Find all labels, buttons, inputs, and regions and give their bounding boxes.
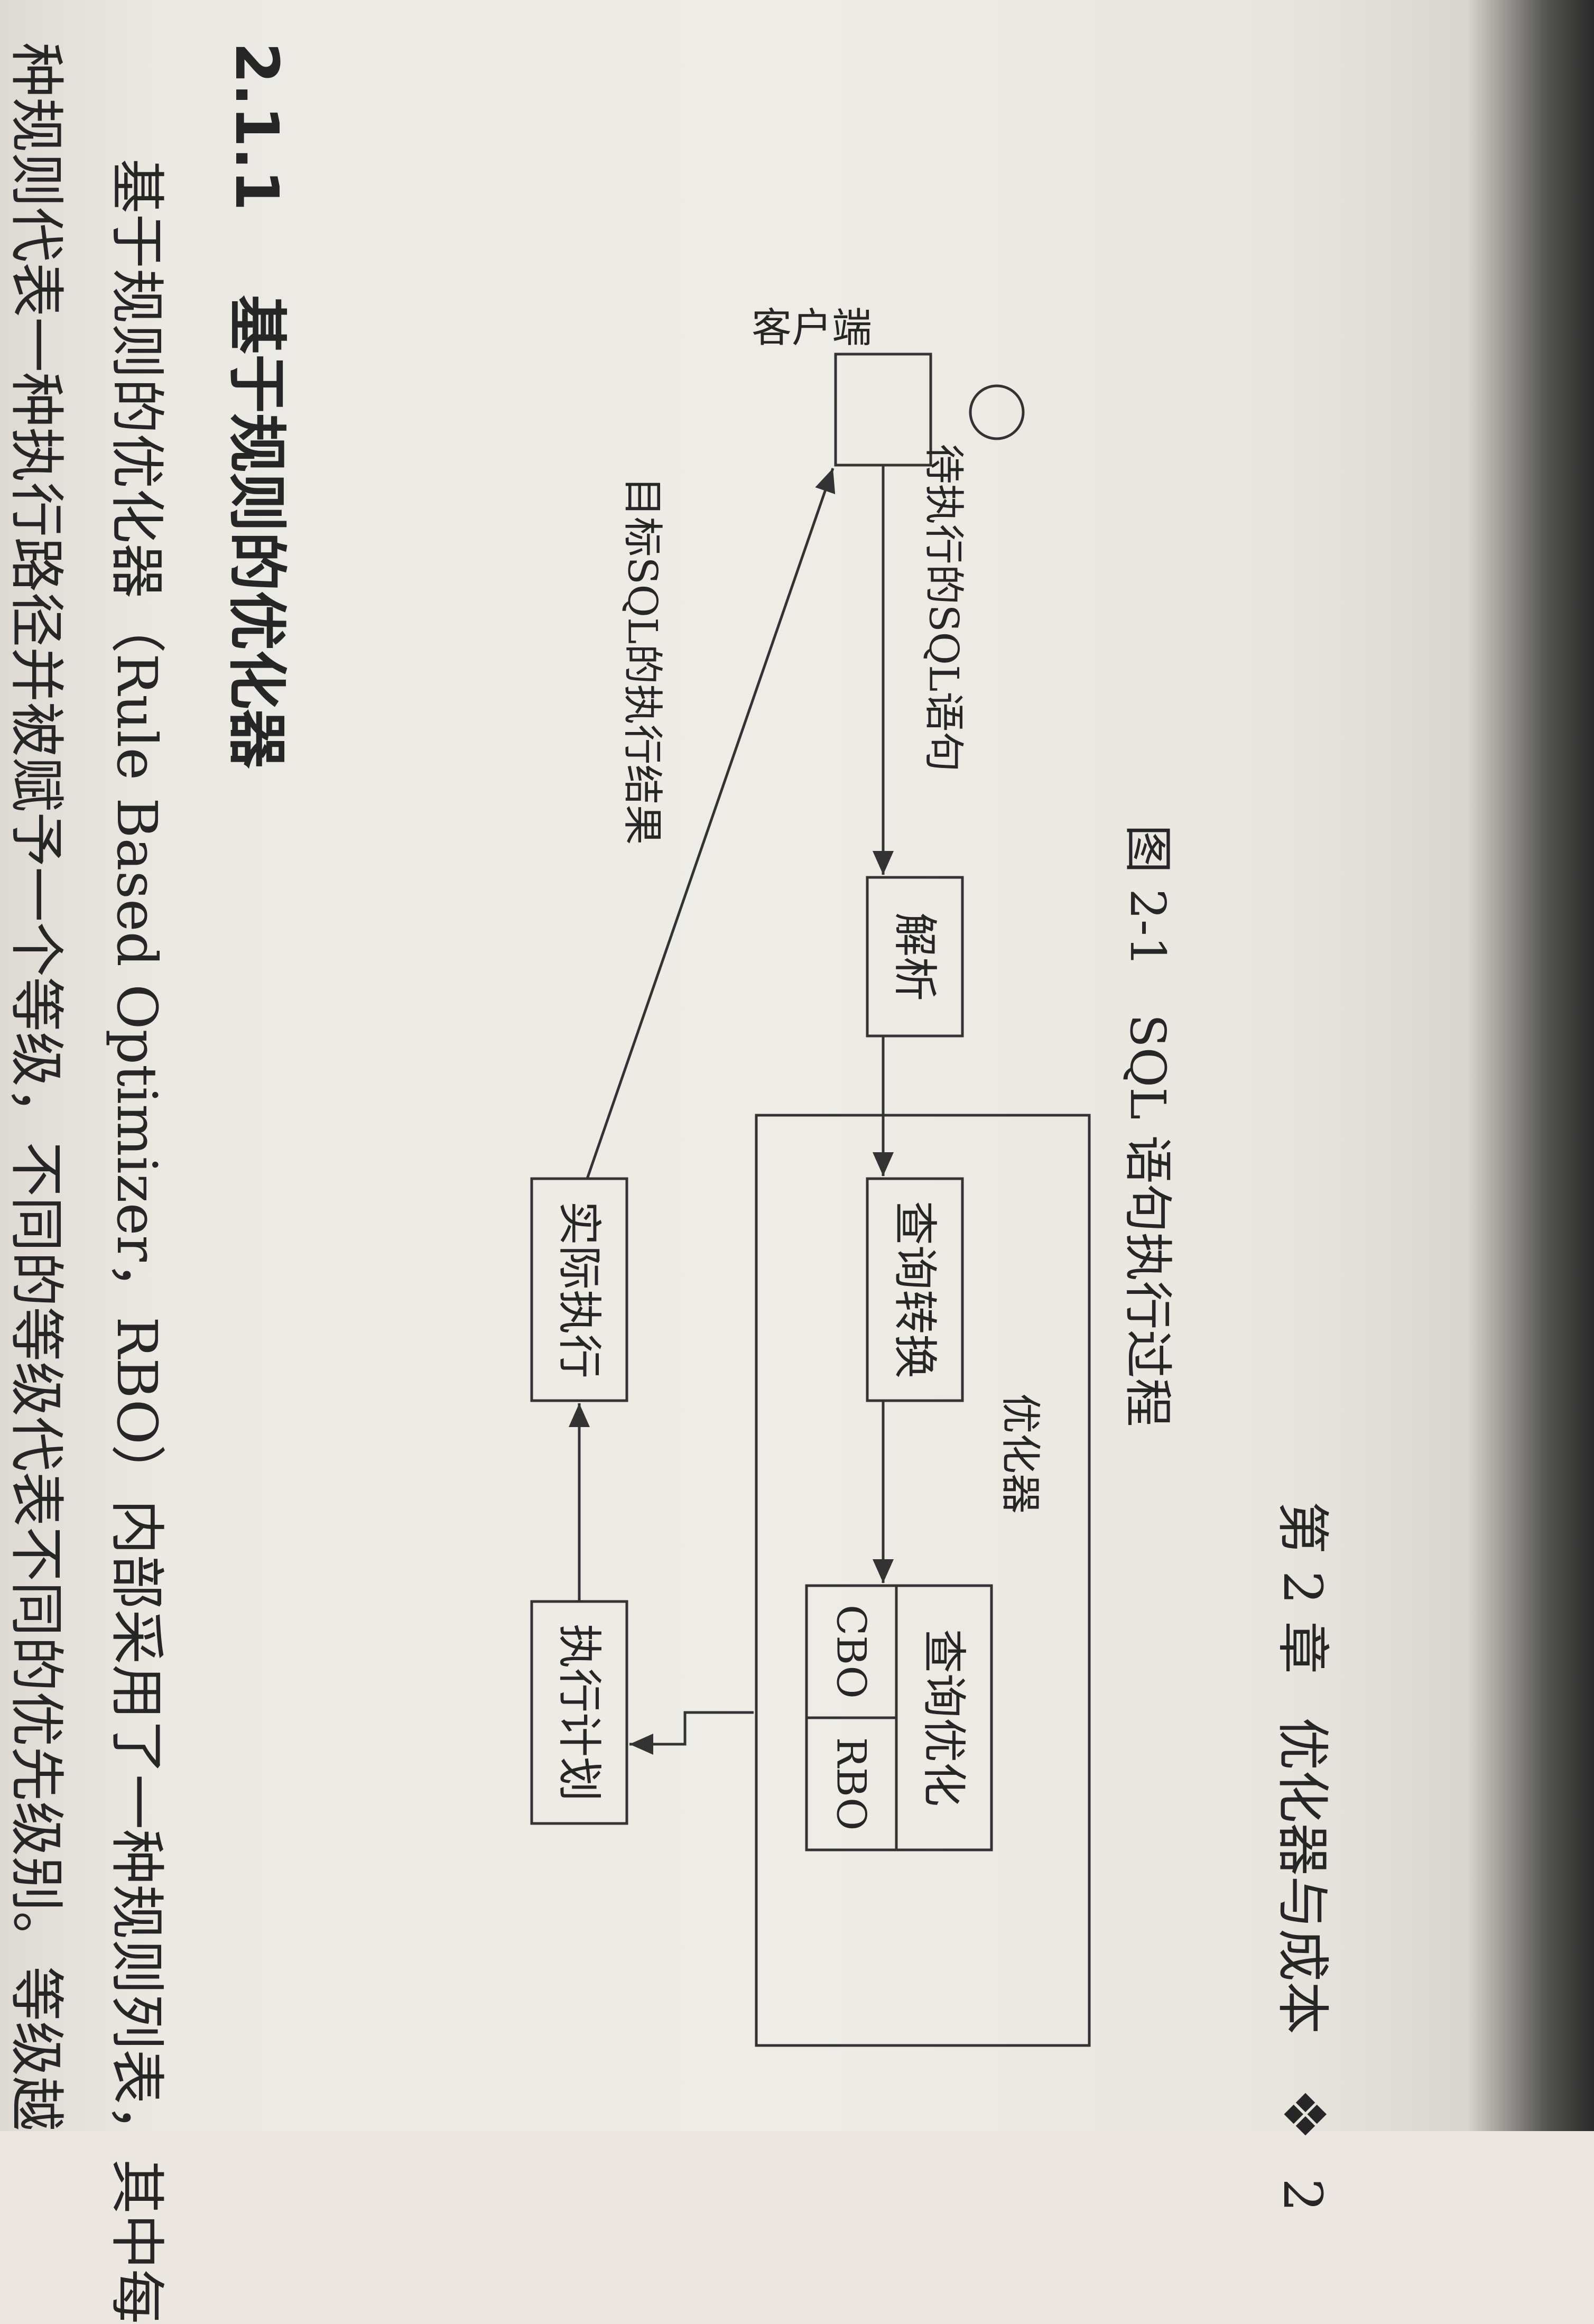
exec-plan-label: 执行计划 bbox=[553, 1624, 605, 1801]
client-label: 客户端 bbox=[752, 304, 872, 351]
section-number: 2.1.1 bbox=[222, 42, 291, 211]
cbo-label: CBO bbox=[828, 1605, 875, 1699]
arrow-optimize-to-plan bbox=[629, 1712, 754, 1744]
section-heading: 2.1.1 基于规则的优化器 bbox=[219, 42, 304, 769]
body-line-2: 种规则代表一种执行路径并被赋予一个等级，不同的等级代表不同的优先级别。等级越 bbox=[9, 42, 64, 2130]
rbo-label: RBO bbox=[828, 1737, 875, 1831]
client-user-icon bbox=[970, 386, 1023, 439]
body-line-1: 基于规则的优化器（Rule Based Optimizer，RBO）内部采用了一… bbox=[109, 42, 164, 2130]
book-page-photo: 第 2 章 优化器与成本 ❖ 2 客户端 解析 bbox=[0, 0, 1594, 2131]
actual-exec-label: 实际执行 bbox=[553, 1201, 605, 1378]
parse-label: 解析 bbox=[889, 912, 941, 1001]
result-label: 目标SQL的执行结果 bbox=[619, 477, 666, 845]
query-optimize-label: 查询优化 bbox=[918, 1629, 970, 1807]
query-transform-label: 查询转换 bbox=[889, 1201, 941, 1378]
section-title: 基于规则的优化器 bbox=[222, 295, 291, 769]
upright-page: 第 2 章 优化器与成本 ❖ 2 客户端 解析 bbox=[0, 0, 1594, 2131]
figure-caption: 图 2-1 SQL 语句执行过程 bbox=[1117, 825, 1187, 1427]
figure-number: 图 2-1 bbox=[1119, 825, 1176, 967]
figure-title: SQL 语句执行过程 bbox=[1119, 1014, 1176, 1427]
page-number: 2 bbox=[1272, 2178, 1333, 2212]
sql-input-label: 待执行的SQL语句 bbox=[921, 444, 968, 772]
optimizer-label: 优化器 bbox=[997, 1393, 1044, 1514]
client-box bbox=[836, 354, 931, 465]
